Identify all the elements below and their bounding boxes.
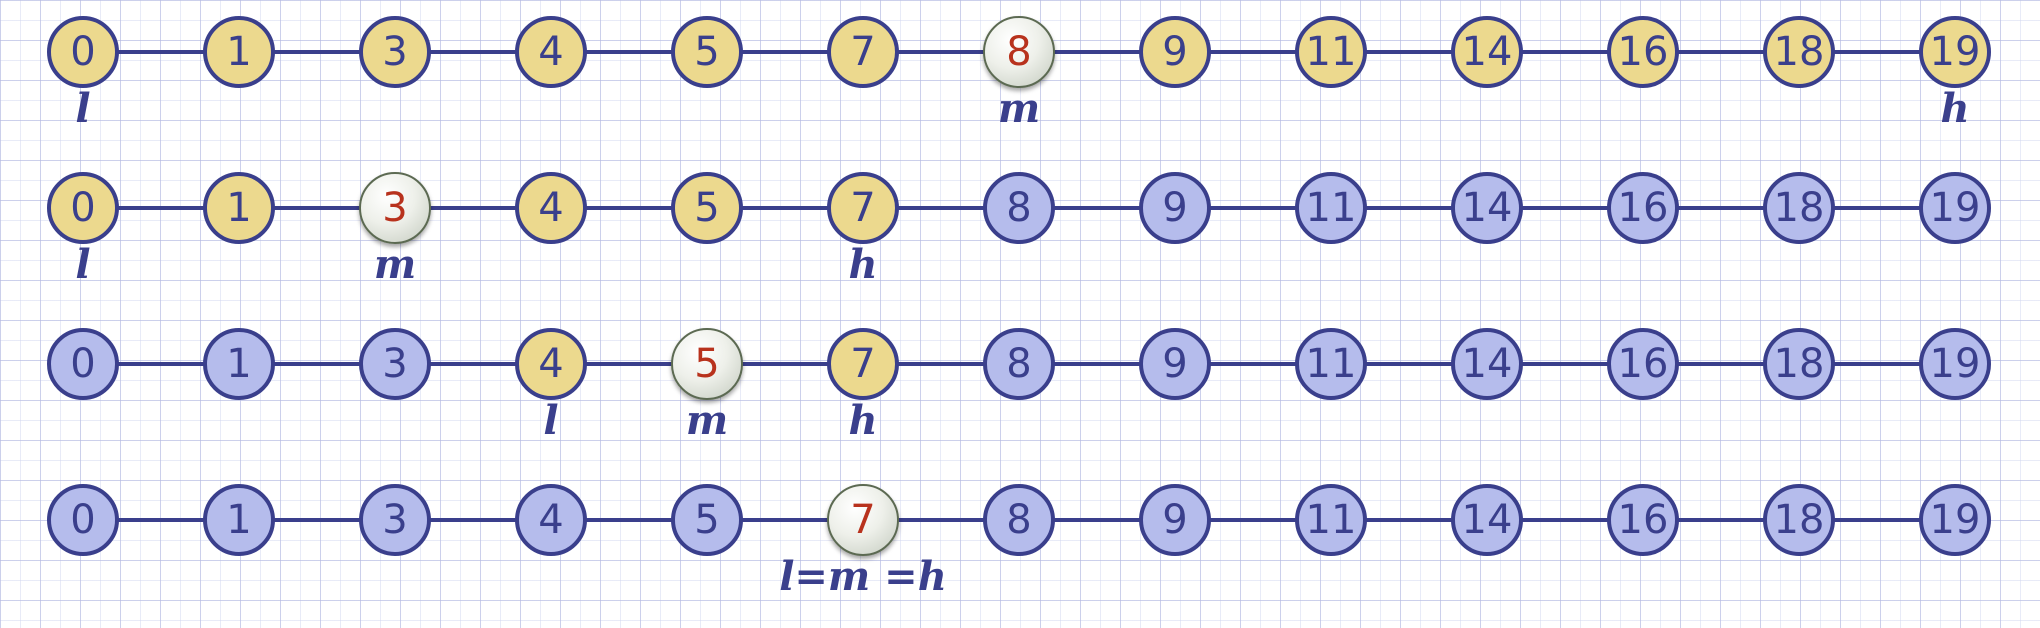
array-element-node: 18 — [1763, 484, 1835, 556]
array-element-node: 5 — [671, 172, 743, 244]
array-element-node: 4 — [515, 16, 587, 88]
array-element-node: 4 — [515, 484, 587, 556]
array-element-node: 18 — [1763, 328, 1835, 400]
array-element-node: 8 — [983, 328, 1055, 400]
array-element-node: 1 — [203, 16, 275, 88]
array-element-node: 1 — [203, 328, 275, 400]
array-element-node: 19 — [1919, 172, 1991, 244]
array-element-node: 9 — [1139, 16, 1211, 88]
array-element-node: 0 — [47, 172, 119, 244]
search-step-row: 0 1 3 4 5 7 8 9 11 14 16 18 19 l m h — [0, 156, 2040, 306]
array-element-node: 1 — [203, 484, 275, 556]
array-element-node: 7 — [827, 16, 899, 88]
array-element-node: 14 — [1451, 16, 1523, 88]
array-element-node: 8 — [983, 172, 1055, 244]
array-element-node: 16 — [1607, 484, 1679, 556]
array-element-node: 11 — [1295, 172, 1367, 244]
array-element-node: 5 — [671, 484, 743, 556]
array-element-node: 0 — [47, 16, 119, 88]
array-element-node: 0 — [47, 328, 119, 400]
array-element-node: 9 — [1139, 328, 1211, 400]
array-element-node: 7 — [827, 172, 899, 244]
array-element-node: 19 — [1919, 328, 1991, 400]
mid-element-node: 7 — [827, 484, 899, 556]
array-element-node: 18 — [1763, 16, 1835, 88]
array-element-node: 16 — [1607, 16, 1679, 88]
array-element-node: 16 — [1607, 328, 1679, 400]
pointer-label: l — [75, 85, 91, 132]
array-element-node: 14 — [1451, 172, 1523, 244]
pointer-label: m — [997, 85, 1041, 132]
pointer-label: h — [848, 241, 878, 288]
array-element-node: 1 — [203, 172, 275, 244]
mid-element-node: 8 — [983, 16, 1055, 88]
array-element-node: 4 — [515, 328, 587, 400]
pointer-label: h — [1940, 85, 1970, 132]
array-element-node: 0 — [47, 484, 119, 556]
array-element-node: 3 — [359, 16, 431, 88]
array-element-node: 9 — [1139, 484, 1211, 556]
array-element-node: 18 — [1763, 172, 1835, 244]
pointer-label: l — [543, 397, 559, 444]
pointer-label: h — [848, 397, 878, 444]
array-element-node: 4 — [515, 172, 587, 244]
search-step-row: 0 1 3 4 5 7 8 9 11 14 16 18 19 l m h — [0, 0, 2040, 150]
array-element-node: 19 — [1919, 484, 1991, 556]
array-element-node: 14 — [1451, 328, 1523, 400]
search-step-row: 0 1 3 4 5 7 8 9 11 14 16 18 19 l m h — [0, 312, 2040, 462]
array-element-node: 11 — [1295, 328, 1367, 400]
array-element-node: 3 — [359, 484, 431, 556]
array-element-node: 19 — [1919, 16, 1991, 88]
mid-element-node: 3 — [359, 172, 431, 244]
array-element-node: 16 — [1607, 172, 1679, 244]
array-element-node: 9 — [1139, 172, 1211, 244]
search-step-row: 0 1 3 4 5 7 8 9 11 14 16 18 19 l=m =h — [0, 468, 2040, 618]
array-element-node: 5 — [671, 16, 743, 88]
array-element-node: 3 — [359, 328, 431, 400]
pointer-label: l=m =h — [779, 553, 947, 600]
pointer-label: l — [75, 241, 91, 288]
array-element-node: 8 — [983, 484, 1055, 556]
array-element-node: 11 — [1295, 484, 1367, 556]
array-element-node: 11 — [1295, 16, 1367, 88]
array-element-node: 14 — [1451, 484, 1523, 556]
array-element-node: 7 — [827, 328, 899, 400]
pointer-label: m — [373, 241, 417, 288]
mid-element-node: 5 — [671, 328, 743, 400]
pointer-label: m — [685, 397, 729, 444]
